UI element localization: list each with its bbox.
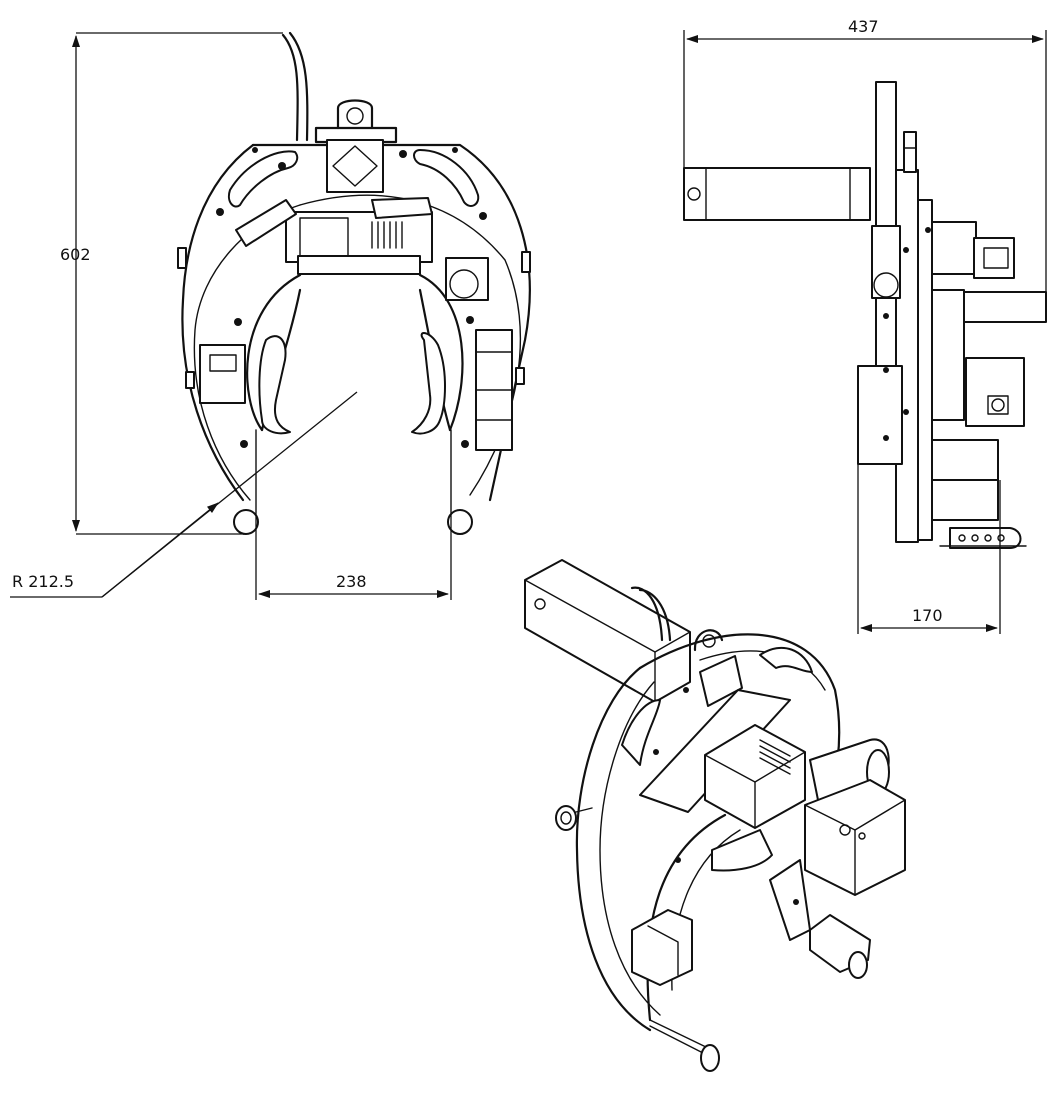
- dim-side-width: 170: [857, 464, 1001, 634]
- dim-inner-width: 238: [255, 512, 452, 600]
- dim-height-front: 602: [60, 32, 283, 535]
- dim-overall-depth: 437: [683, 17, 1047, 292]
- dim-label-height-front: 602: [60, 245, 91, 264]
- dim-radius: R 212.5: [10, 391, 358, 598]
- side-view: [683, 81, 1047, 549]
- dim-label-overall-depth: 437: [848, 17, 879, 36]
- isometric-view: [524, 559, 906, 1072]
- dim-label-inner-width: 238: [336, 572, 367, 591]
- dim-label-radius: R 212.5: [12, 572, 74, 591]
- dim-label-side-width: 170: [912, 606, 943, 625]
- front-view: [177, 31, 531, 535]
